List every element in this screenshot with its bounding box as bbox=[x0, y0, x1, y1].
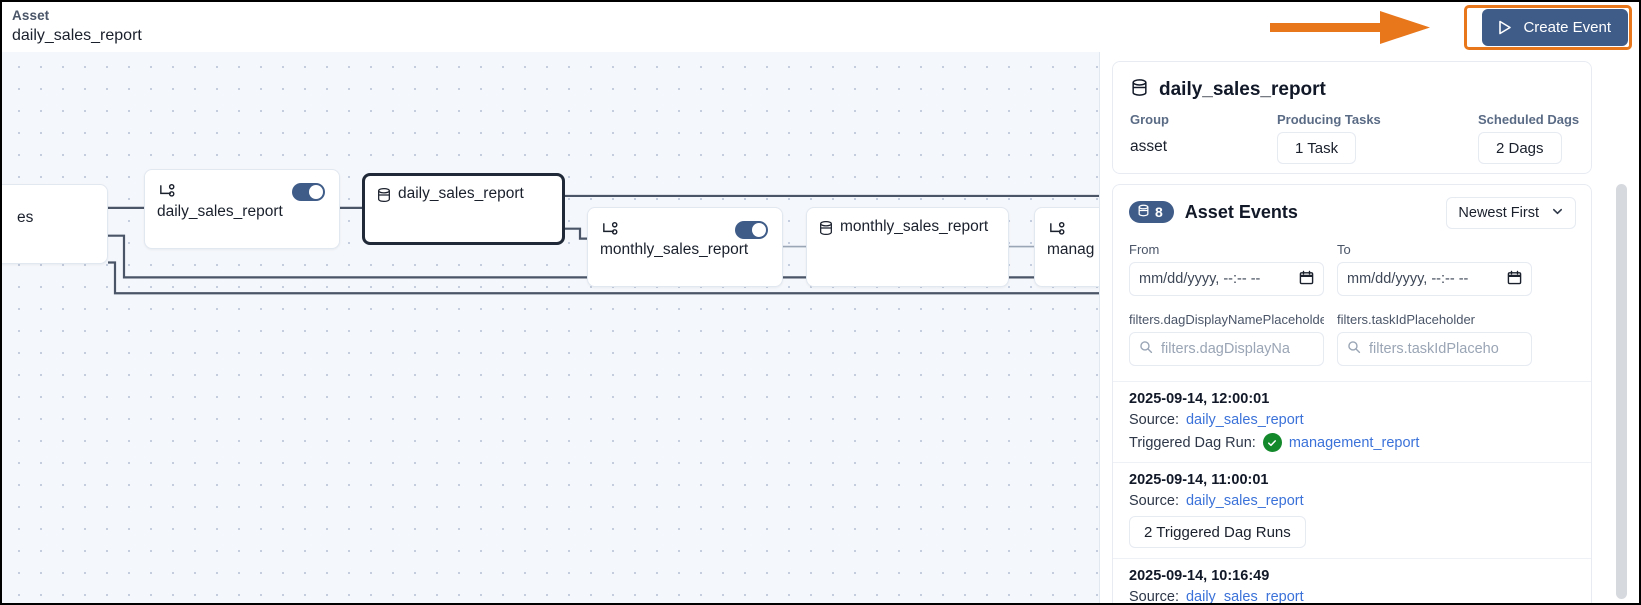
filter-dag-display-name-label: filters.dagDisplayNamePlaceholder bbox=[1129, 312, 1324, 327]
dag-icon bbox=[158, 183, 175, 205]
database-icon bbox=[376, 187, 392, 208]
source-prefix-label: Source: bbox=[1129, 589, 1179, 603]
filter-to-input[interactable]: mm/dd/yyyy, --:-- -- bbox=[1337, 262, 1532, 296]
page-title: daily_sales_report bbox=[12, 27, 142, 44]
graph-node-asset-daily-sales-report[interactable]: daily_sales_report bbox=[362, 173, 565, 245]
asset-event-source: Source: daily_sales_report bbox=[1129, 493, 1575, 509]
stat-group-label: Group bbox=[1130, 112, 1169, 127]
database-icon bbox=[818, 220, 834, 241]
graph-node-label: daily_sales_report bbox=[157, 203, 283, 220]
create-event-button[interactable]: Create Event bbox=[1482, 9, 1628, 46]
asset-events-count: 8 bbox=[1155, 204, 1163, 220]
asset-details-panel: daily_sales_report Group asset Producing… bbox=[1099, 52, 1639, 603]
asset-events-list: 2025-09-14, 12:00:01 Source: daily_sales… bbox=[1113, 381, 1591, 603]
filter-from-label: From bbox=[1129, 242, 1160, 257]
filter-task-id-label: filters.taskIdPlaceholder bbox=[1337, 312, 1476, 327]
filter-from-value: mm/dd/yyyy, --:-- -- bbox=[1139, 271, 1261, 287]
calendar-icon[interactable] bbox=[1299, 270, 1314, 289]
filter-dag-display-name-placeholder: filters.dagDisplayNa bbox=[1161, 341, 1290, 357]
calendar-icon[interactable] bbox=[1507, 270, 1522, 289]
panel-scrollbar-thumb[interactable] bbox=[1616, 184, 1627, 599]
graph-node-dag-daily-sales-report[interactable]: daily_sales_report bbox=[144, 169, 340, 249]
graph-node-partial-left[interactable]: es bbox=[2, 184, 108, 264]
events-sort-select[interactable]: Newest First bbox=[1446, 197, 1576, 229]
search-icon bbox=[1347, 340, 1361, 358]
filter-task-id-input[interactable]: filters.taskIdPlaceho bbox=[1337, 332, 1532, 366]
search-icon bbox=[1139, 340, 1153, 358]
source-prefix-label: Source: bbox=[1129, 412, 1179, 428]
asset-events-header: 8 Asset Events bbox=[1129, 201, 1298, 223]
dag-pause-toggle[interactable] bbox=[735, 221, 768, 239]
dag-icon bbox=[601, 221, 618, 243]
asset-event-timestamp: 2025-09-14, 12:00:01 bbox=[1129, 391, 1270, 407]
asset-event-triggered-dag-run: Triggered Dag Run: management_report bbox=[1129, 433, 1575, 452]
filter-to-value: mm/dd/yyyy, --:-- -- bbox=[1347, 271, 1469, 287]
filter-to-label: To bbox=[1337, 242, 1351, 257]
dag-pause-toggle[interactable] bbox=[292, 183, 325, 201]
source-link[interactable]: daily_sales_report bbox=[1185, 589, 1304, 603]
source-prefix-label: Source: bbox=[1129, 493, 1179, 509]
graph-node-label: monthly_sales_report bbox=[840, 218, 989, 235]
graph-node-asset-monthly-sales-report[interactable]: monthly_sales_report bbox=[806, 207, 1009, 287]
triggered-prefix-label: Triggered Dag Run: bbox=[1129, 434, 1256, 451]
asset-event-row[interactable]: 2025-09-14, 10:16:49 Source: daily_sales… bbox=[1113, 558, 1591, 603]
asset-event-source: Source: daily_sales_report bbox=[1129, 412, 1575, 428]
success-check-icon bbox=[1262, 433, 1282, 452]
play-icon bbox=[1496, 19, 1513, 36]
stat-scheduled-dags: Scheduled Dags 2 Dags bbox=[1478, 112, 1579, 164]
graph-edges bbox=[108, 194, 1099, 295]
graph-node-label: daily_sales_report bbox=[398, 185, 524, 202]
filter-dag-display-name-input[interactable]: filters.dagDisplayNa bbox=[1129, 332, 1324, 366]
asset-graph-canvas[interactable]: es daily_sales_report bbox=[2, 52, 1099, 603]
create-event-label: Create Event bbox=[1523, 19, 1611, 36]
asset-events-card: 8 Asset Events Newest First From mm/dd/y… bbox=[1112, 184, 1592, 603]
chevron-down-icon bbox=[1551, 205, 1564, 222]
stat-scheduled-dags-label: Scheduled Dags bbox=[1478, 112, 1580, 127]
graph-node-partial-right[interactable]: manag bbox=[1034, 207, 1099, 287]
top-bar: Asset daily_sales_report Create Event bbox=[2, 2, 1639, 52]
stat-group-value: asset bbox=[1130, 138, 1168, 155]
events-sort-value: Newest First bbox=[1458, 205, 1539, 221]
asset-events-title: Asset Events bbox=[1184, 201, 1298, 222]
stat-producing-tasks-label: Producing Tasks bbox=[1277, 112, 1381, 127]
triggered-dag-runs-chip[interactable]: 2 Triggered Dag Runs bbox=[1129, 516, 1306, 548]
asset-event-row[interactable]: 2025-09-14, 11:00:01 Source: daily_sales… bbox=[1113, 462, 1591, 558]
filter-dag-display-name: filters.dagDisplayNamePlaceholder filter… bbox=[1129, 312, 1324, 366]
asset-event-timestamp: 2025-09-14, 11:00:01 bbox=[1129, 472, 1269, 488]
asset-summary-header: daily_sales_report bbox=[1130, 78, 1326, 102]
producing-tasks-chip[interactable]: 1 Task bbox=[1277, 132, 1357, 164]
asset-event-source: Source: daily_sales_report bbox=[1129, 589, 1575, 603]
asset-kind-label: Asset bbox=[12, 8, 50, 23]
source-link[interactable]: daily_sales_report bbox=[1185, 493, 1304, 509]
database-icon bbox=[1137, 204, 1150, 220]
graph-node-dag-monthly-sales-report[interactable]: monthly_sales_report bbox=[587, 207, 783, 287]
filter-from-input[interactable]: mm/dd/yyyy, --:-- -- bbox=[1129, 262, 1324, 296]
filter-task-id: filters.taskIdPlaceholder filters.taskId… bbox=[1337, 312, 1532, 366]
graph-node-label: monthly_sales_report bbox=[600, 241, 749, 258]
dag-icon bbox=[1048, 221, 1065, 243]
asset-summary-card: daily_sales_report Group asset Producing… bbox=[1112, 61, 1592, 174]
triggered-dag-run-link[interactable]: management_report bbox=[1288, 434, 1420, 451]
graph-node-label: manag bbox=[1047, 241, 1095, 258]
filter-task-id-placeholder: filters.taskIdPlaceho bbox=[1369, 341, 1499, 357]
asset-event-timestamp: 2025-09-14, 10:16:49 bbox=[1129, 568, 1270, 584]
panel-scrollbar[interactable] bbox=[1616, 184, 1627, 599]
asset-summary-title: daily_sales_report bbox=[1159, 79, 1326, 100]
asset-events-count-badge: 8 bbox=[1129, 201, 1174, 223]
annotation-arrow-icon bbox=[1270, 11, 1430, 44]
stat-producing-tasks: Producing Tasks 1 Task bbox=[1277, 112, 1381, 164]
stat-group: Group asset bbox=[1130, 112, 1169, 156]
graph-node-label: es bbox=[17, 209, 34, 226]
asset-event-row[interactable]: 2025-09-14, 12:00:01 Source: daily_sales… bbox=[1113, 381, 1591, 462]
database-icon bbox=[1130, 78, 1149, 102]
filter-to: To mm/dd/yyyy, --:-- -- bbox=[1337, 242, 1532, 296]
filter-from: From mm/dd/yyyy, --:-- -- bbox=[1129, 242, 1324, 296]
scheduled-dags-chip[interactable]: 2 Dags bbox=[1478, 132, 1562, 164]
source-link[interactable]: daily_sales_report bbox=[1185, 412, 1304, 428]
